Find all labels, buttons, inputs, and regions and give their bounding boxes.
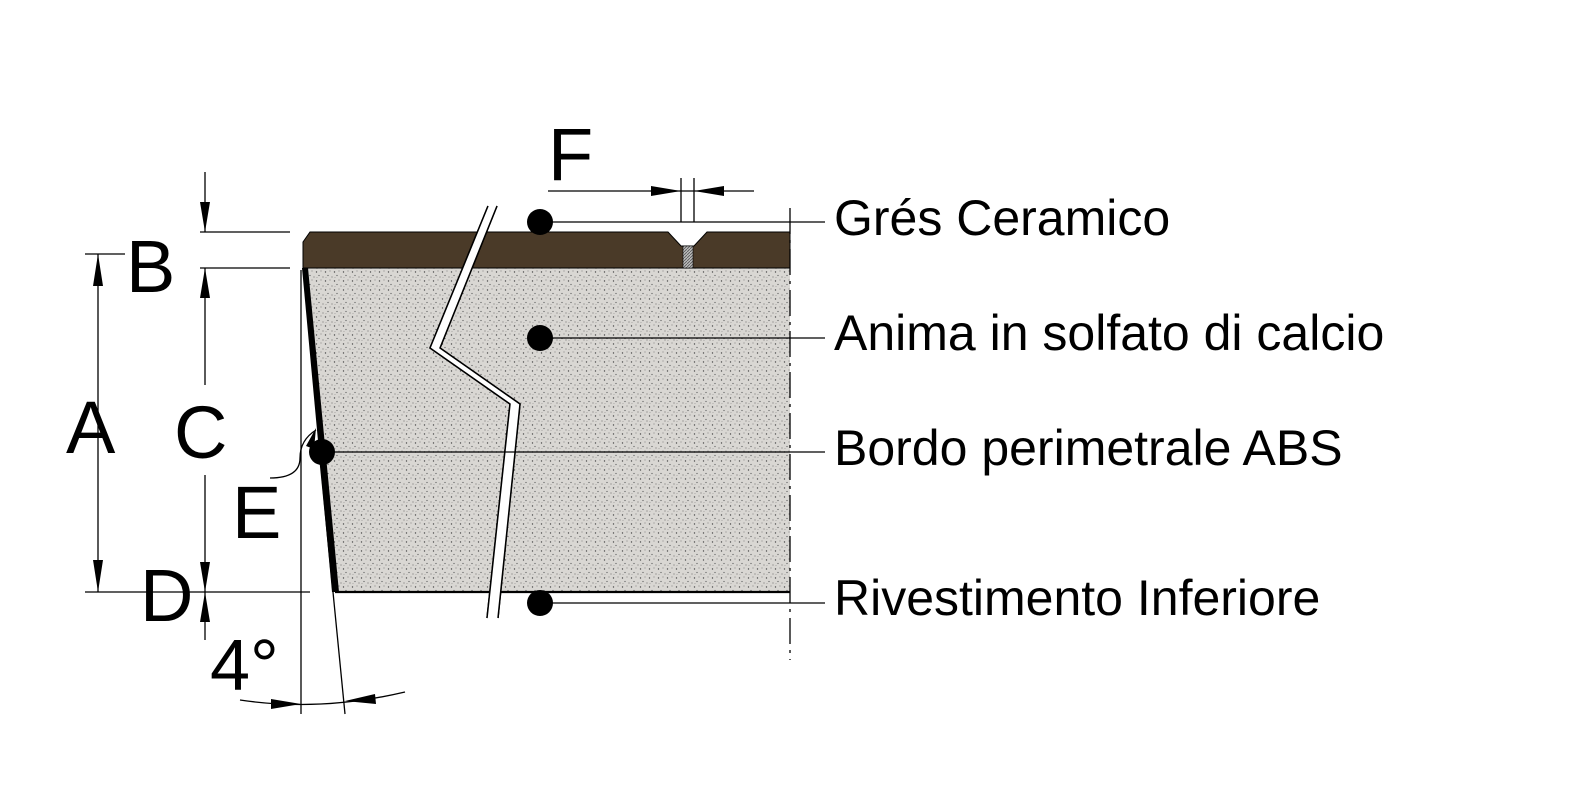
callout-anima: Anima in solfato di calcio	[834, 305, 1384, 361]
callout-bordo: Bordo perimetrale ABS	[834, 420, 1343, 476]
core-layer	[303, 268, 790, 592]
dim-label-e: E	[232, 471, 281, 554]
dim-label-d: D	[140, 554, 193, 637]
dim-label-f: F	[548, 113, 593, 196]
abs-edge-band	[302, 268, 339, 592]
callout-gres-ceramico: Grés Ceramico	[834, 190, 1170, 246]
callout-rivestimento: Rivestimento Inferiore	[834, 570, 1320, 626]
ceramic-tile-layer	[302, 231, 791, 269]
dim-label-a: A	[66, 386, 116, 469]
joint-sealant	[682, 245, 694, 269]
angle-label: 4°	[210, 626, 279, 706]
dim-label-b: B	[126, 225, 175, 308]
leader-e	[269, 429, 317, 479]
angle-arc	[239, 691, 406, 706]
dim-label-c: C	[174, 391, 227, 474]
